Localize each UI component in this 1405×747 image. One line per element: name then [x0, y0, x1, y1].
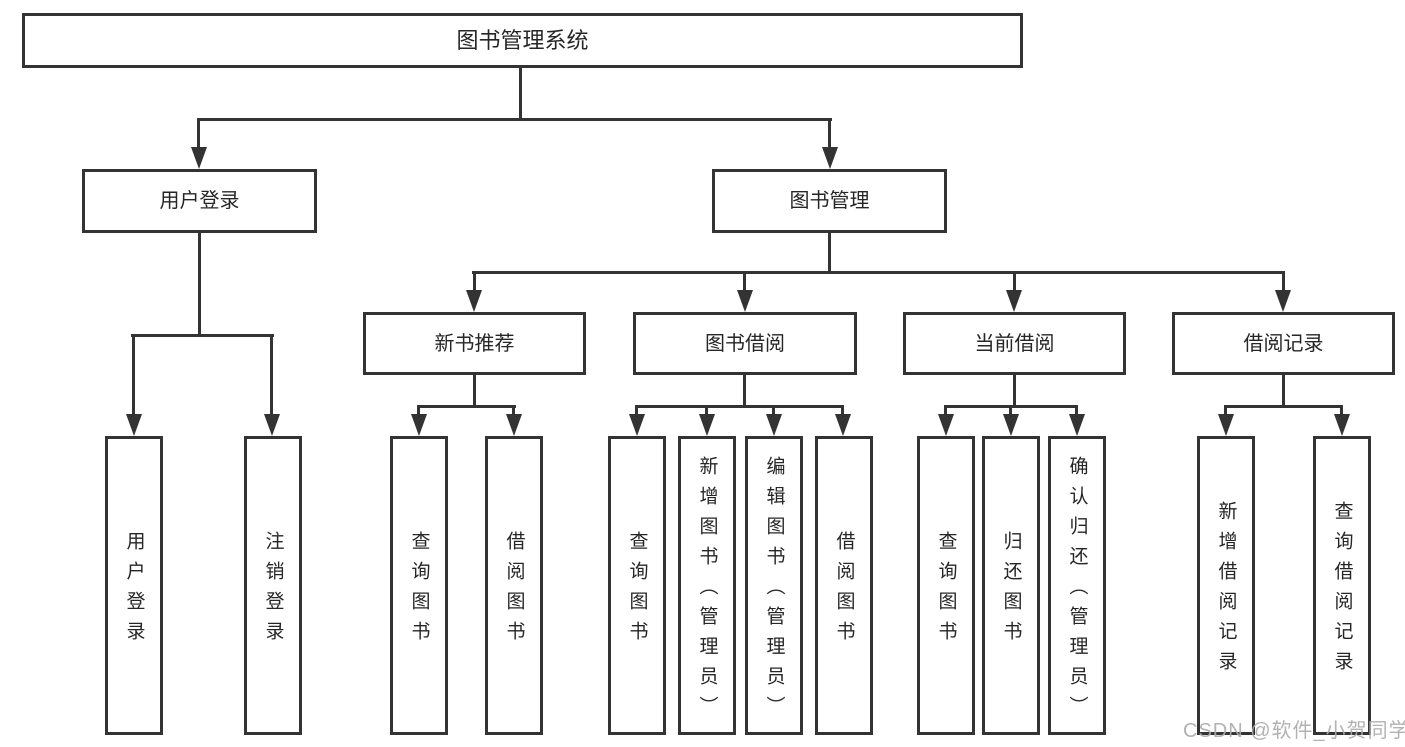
- connector-line: [1224, 405, 1342, 408]
- arrowhead: [629, 414, 645, 436]
- node-leaf-return-books: 归还图书: [982, 436, 1040, 735]
- connector-line: [1224, 405, 1227, 417]
- connector-line: [1013, 271, 1016, 293]
- node-book-borrow: 图书借阅: [633, 312, 857, 375]
- connector-line: [1013, 375, 1016, 408]
- node-label: 查询借阅记录: [1331, 501, 1353, 681]
- node-leaf-query-books-current: 查询图书: [917, 436, 975, 735]
- node-library-management-system: 图书管理系统: [22, 13, 1023, 68]
- node-label: 图书管理系统: [456, 27, 589, 53]
- connector-line: [519, 68, 522, 121]
- connector-line: [472, 271, 1284, 274]
- node-leaf-query-borrow-record: 查询借阅记录: [1313, 436, 1371, 735]
- node-new-book-recommend: 新书推荐: [363, 312, 586, 375]
- node-label: 查询图书: [935, 531, 957, 651]
- connector-line: [197, 118, 832, 121]
- node-leaf-logout: 注销登录: [244, 436, 302, 735]
- connector-line: [131, 334, 274, 337]
- connector-line: [1075, 405, 1078, 417]
- connector-line: [197, 118, 200, 150]
- arrowhead: [822, 147, 838, 169]
- connector-line: [944, 405, 947, 417]
- node-leaf-borrow-books-recommend: 借阅图书: [485, 436, 543, 735]
- connector-line: [828, 233, 831, 274]
- node-leaf-query-books-recommend: 查询图书: [390, 436, 448, 735]
- node-label: 查询图书: [408, 531, 430, 651]
- arrowhead: [411, 414, 427, 436]
- arrowhead: [835, 414, 851, 436]
- arrowhead: [1006, 290, 1022, 312]
- node-label: 确认归还（管理员）: [1066, 456, 1088, 726]
- connector-line: [198, 233, 201, 337]
- node-leaf-borrow-books-borrow: 借阅图书: [815, 436, 873, 735]
- node-borrow-record: 借阅记录: [1172, 312, 1395, 375]
- node-label: 编辑图书（管理员）: [763, 456, 785, 726]
- arrowhead: [1334, 414, 1350, 436]
- connector-line: [1009, 405, 1012, 417]
- arrowhead: [766, 414, 782, 436]
- connector-line: [1340, 405, 1343, 417]
- connector-line: [705, 405, 708, 417]
- node-label: 注销登录: [262, 531, 284, 651]
- node-label: 用户登录: [159, 190, 240, 212]
- arrowhead: [506, 414, 522, 436]
- node-label: 归还图书: [1000, 531, 1022, 651]
- connector-line: [132, 334, 135, 416]
- connector-line: [828, 118, 831, 150]
- connector-line: [417, 405, 516, 408]
- connector-line: [743, 271, 746, 293]
- arrowhead: [938, 414, 954, 436]
- node-label: 借阅图书: [833, 531, 855, 651]
- connector-line: [772, 405, 775, 417]
- node-label: 查询图书: [626, 531, 648, 651]
- node-current-borrow: 当前借阅: [903, 312, 1126, 375]
- arrowhead: [1218, 414, 1234, 436]
- node-leaf-edit-books-admin: 编辑图书（管理员）: [745, 436, 803, 735]
- connector-line: [417, 405, 420, 417]
- node-leaf-add-borrow-record: 新增借阅记录: [1197, 436, 1255, 735]
- connector-line: [270, 334, 273, 416]
- node-leaf-add-books-admin: 新增图书（管理员）: [678, 436, 736, 735]
- arrowhead: [466, 290, 482, 312]
- connector-line: [473, 271, 476, 293]
- connector-line: [1282, 271, 1285, 293]
- node-leaf-query-books-borrow: 查询图书: [608, 436, 666, 735]
- node-label: 新书推荐: [434, 332, 515, 355]
- arrowhead: [1275, 290, 1291, 312]
- arrowhead: [191, 147, 207, 169]
- connector-line: [512, 405, 515, 417]
- node-label: 图书管理: [789, 190, 870, 212]
- connector-line: [743, 375, 746, 408]
- arrowhead: [264, 414, 280, 436]
- node-label: 借阅记录: [1243, 332, 1324, 355]
- connector-line: [473, 375, 476, 408]
- arrowhead: [126, 414, 142, 436]
- connector-line: [635, 405, 638, 417]
- connector-line: [1282, 375, 1285, 408]
- connector-line: [635, 405, 844, 408]
- node-label: 新增借阅记录: [1215, 501, 1237, 681]
- arrowhead: [1069, 414, 1085, 436]
- node-label: 用户登录: [123, 531, 145, 651]
- node-book-management: 图书管理: [712, 169, 947, 233]
- connector-line: [841, 405, 844, 417]
- node-label: 当前借阅: [974, 332, 1055, 355]
- node-leaf-confirm-return-admin: 确认归还（管理员）: [1048, 436, 1106, 735]
- arrowhead: [1003, 414, 1019, 436]
- node-leaf-user-login: 用户登录: [105, 436, 163, 735]
- arrowhead: [699, 414, 715, 436]
- node-label: 借阅图书: [503, 531, 525, 651]
- node-label: 新增图书（管理员）: [696, 456, 718, 726]
- watermark: CSDN @软件_小贺同学: [1183, 720, 1405, 742]
- arrowhead: [737, 290, 753, 312]
- node-label: 图书借阅: [705, 332, 785, 355]
- node-user-login: 用户登录: [82, 169, 317, 233]
